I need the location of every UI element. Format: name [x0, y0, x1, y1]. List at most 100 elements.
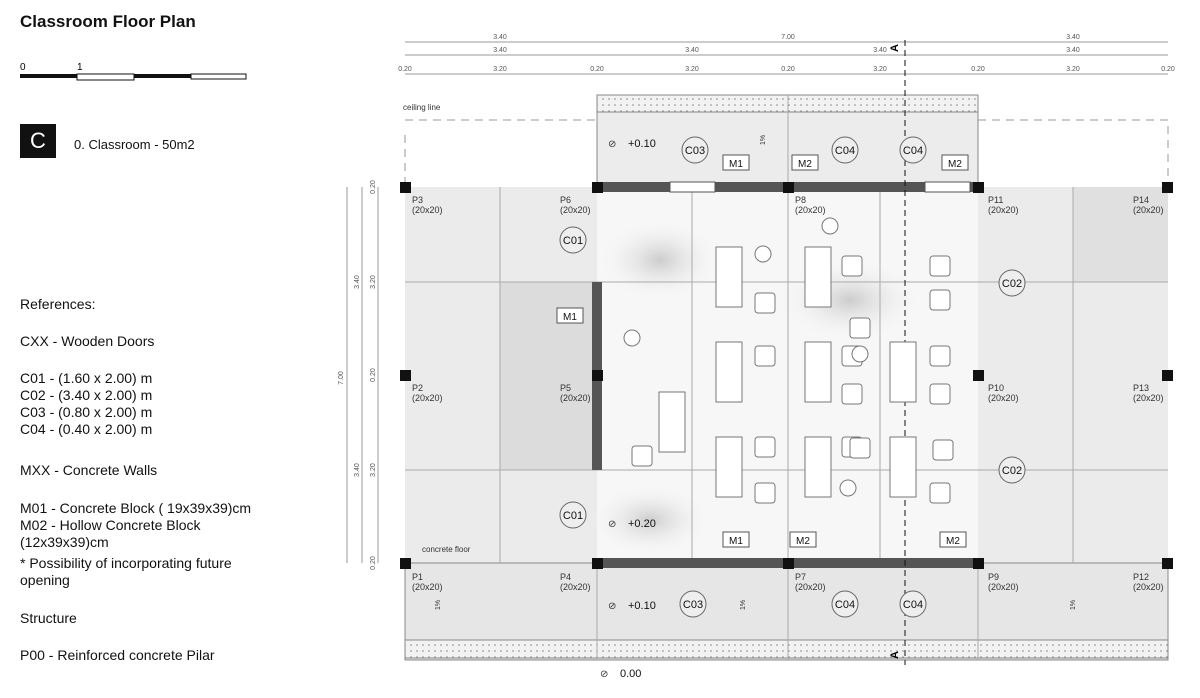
pillar-size: (20x20)	[988, 205, 1019, 215]
wall-tag: M1	[563, 312, 577, 323]
level-symbol-icon: ⊘	[608, 519, 616, 530]
slope-label: 1%	[740, 600, 747, 610]
pillar-label: P8	[795, 195, 806, 205]
pillar-label: P3	[412, 195, 423, 205]
section-marker-bottom: A	[889, 651, 901, 659]
chair	[929, 289, 951, 311]
door-tag-circle	[998, 456, 1026, 484]
level-label: +0.10	[628, 138, 656, 150]
door-tag-circle	[679, 590, 707, 618]
dimension-label: 0.20	[398, 66, 412, 73]
wall-tag-box	[722, 154, 750, 171]
pillar-size: (20x20)	[560, 393, 591, 403]
desk	[804, 341, 832, 403]
dimension-label: 3.40	[1066, 34, 1080, 41]
chair	[849, 317, 871, 339]
pillar-size: (20x20)	[1133, 582, 1164, 592]
dimension-label: 3.40	[493, 34, 507, 41]
pillar-label: P9	[988, 572, 999, 582]
legend-pillar: P00 - Reinforced concrete Pilar	[20, 647, 215, 663]
pillar-label: P5	[560, 383, 571, 393]
wall-tag-box	[556, 307, 584, 324]
legend-doors: CXX - Wooden Doors	[20, 333, 155, 349]
concrete-floor-label: concrete floor	[422, 545, 471, 554]
door-tag-circle	[899, 136, 927, 164]
door-tag: C03	[683, 599, 703, 611]
legend-structure: Structure	[20, 610, 77, 626]
stool	[851, 345, 869, 363]
dimension-label: 3.40	[873, 47, 887, 54]
door-tag-circle	[899, 590, 927, 618]
desk	[715, 436, 743, 498]
chair	[841, 255, 863, 277]
door-tag-circle	[831, 590, 859, 618]
level-label: 0.00	[620, 668, 641, 680]
pillar-label: P13	[1133, 383, 1149, 393]
desk	[804, 436, 832, 498]
dimension-label: 3.20	[370, 463, 377, 477]
door-tag: C04	[903, 145, 923, 157]
wall-tag: M2	[796, 536, 810, 547]
chair	[754, 292, 776, 314]
dimension-label: 0.20	[1161, 66, 1175, 73]
dimension-label: 0.20	[370, 556, 377, 570]
door-tag: C01	[563, 235, 583, 247]
scale-bar: 0 1	[20, 60, 250, 89]
pillar-label: P11	[988, 195, 1003, 205]
wall-tag: M1	[729, 159, 743, 170]
legend-walls: MXX - Concrete Walls	[20, 462, 158, 478]
door-tag: C03	[685, 145, 705, 157]
room-label: 0. Classroom - 50m2	[74, 137, 195, 152]
pillar-label: P2	[412, 383, 423, 393]
dimension-label: 3.40	[1066, 47, 1080, 54]
ceiling-line-label: ceiling line	[403, 103, 441, 112]
door-tag: C01	[563, 510, 583, 522]
desk	[658, 391, 686, 453]
dimension-label: 3.20	[370, 275, 377, 289]
door-tag: C02	[1002, 278, 1022, 290]
pillar-size: (20x20)	[412, 582, 443, 592]
door-tag-circle	[998, 269, 1026, 297]
dimension-label: 0.20	[971, 66, 985, 73]
stool	[623, 329, 641, 347]
dimension-label: 3.40	[685, 47, 699, 54]
desk	[715, 341, 743, 403]
pillar-size: (20x20)	[560, 205, 591, 215]
door-tag: C02	[1002, 465, 1022, 477]
page-title: Classroom Floor Plan	[20, 12, 196, 31]
door-tag: C04	[903, 599, 923, 611]
dimension-label: 7.00	[338, 371, 345, 385]
legend-c01: C01 - (1.60 x 2.00) m	[20, 370, 153, 386]
dimension-label: 0.20	[370, 180, 377, 194]
level-symbol-icon: ⊘	[600, 669, 608, 680]
slope-label: 1%	[760, 135, 767, 145]
chair	[929, 383, 951, 405]
level-label: +0.10	[628, 600, 656, 612]
pillar-label: P14	[1133, 195, 1149, 205]
desk	[889, 436, 917, 498]
pillar-label: P1	[412, 572, 423, 582]
legend-m01: M01 - Concrete Block ( 19x39x39)cm	[20, 500, 252, 516]
wall-tag: M1	[729, 536, 743, 547]
dimension-label: 3.40	[354, 463, 361, 477]
dimension-label: 3.20	[493, 66, 507, 73]
door-tag-circle	[559, 501, 587, 529]
chair	[932, 439, 954, 461]
section-marker-top: A	[889, 44, 901, 52]
pillar-label: P6	[560, 195, 571, 205]
dimension-label: 0.20	[590, 66, 604, 73]
dimension-label: 0.20	[370, 368, 377, 382]
door-tag-circle	[681, 136, 709, 164]
dimension-label: 3.20	[1066, 66, 1080, 73]
chair	[849, 437, 871, 459]
legend-m02: M02 - Hollow Concrete Block (12x39x39)cm	[20, 517, 201, 550]
wall-tag: M2	[798, 159, 812, 170]
dimension-label: 3.40	[493, 47, 507, 54]
chair	[929, 345, 951, 367]
pillar-size: (20x20)	[1133, 205, 1164, 215]
wall-tag: M2	[948, 159, 962, 170]
chair	[929, 482, 951, 504]
dimension-label: 7.00	[781, 34, 795, 41]
